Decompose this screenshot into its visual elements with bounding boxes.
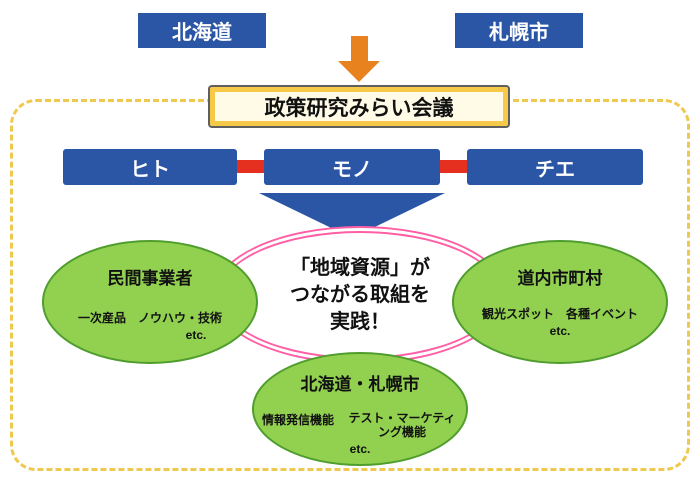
- private-business-item-2: ノウハウ・技術: [138, 311, 223, 325]
- pillar-chie-box: チエ: [467, 149, 643, 185]
- municipalities-item-2: 各種イベント: [566, 307, 639, 321]
- pillar-connector-left: [235, 160, 265, 173]
- municipalities-item-1: 観光スポット: [481, 307, 554, 321]
- private-business-items: 一次産品 ノウハウ・技術: [78, 309, 222, 326]
- private-business-etc: etc.: [185, 328, 207, 342]
- private-business-ellipse: 民間事業者 一次産品 ノウハウ・技術 etc.: [42, 240, 258, 364]
- down-arrow-shaft: [351, 36, 368, 63]
- sapporo-label: 札幌市: [489, 22, 549, 44]
- policy-council-box: 政策研究みらい会議: [208, 85, 510, 128]
- goal-line-3: 実践！: [330, 310, 390, 333]
- sapporo-box: 札幌市: [455, 13, 583, 48]
- private-business-title: 民間事業者: [107, 269, 193, 288]
- hokkaido-label: 北海道: [172, 22, 232, 44]
- hokkaido-box: 北海道: [138, 13, 266, 48]
- goal-line-1: 「地域資源」が: [290, 256, 430, 279]
- hokkaido-sapporo-item-1: 情報発信機能: [261, 413, 334, 427]
- policy-council-label: 政策研究みらい会議: [264, 96, 454, 120]
- pillar-hito-label: ヒト: [130, 158, 170, 181]
- municipalities-etc: etc.: [549, 324, 571, 338]
- pillar-chie-label: チエ: [535, 158, 575, 181]
- pillar-mono-box: モノ: [264, 149, 440, 185]
- hokkaido-sapporo-ellipse: 北海道・札幌市 情報発信機能 テスト・マーケティング機能 etc.: [252, 352, 468, 466]
- municipalities-ellipse: 道内市町村 観光スポット 各種イベント etc.: [452, 240, 668, 364]
- pillar-connector-right: [438, 160, 468, 173]
- goal-line-2: つながる取組を: [290, 283, 430, 306]
- center-goal-ellipse: 「地域資源」が つながる取組を 実践！: [213, 226, 507, 364]
- municipalities-title: 道内市町村: [517, 269, 603, 288]
- down-arrow-icon: [338, 61, 380, 82]
- pillar-hito-box: ヒト: [63, 149, 237, 185]
- hokkaido-sapporo-item-2: テスト・マーケティング機能: [348, 411, 456, 440]
- municipalities-items: 観光スポット 各種イベント: [482, 305, 638, 322]
- hokkaido-sapporo-title: 北海道・札幌市: [300, 375, 420, 394]
- hokkaido-sapporo-etc: etc.: [349, 441, 371, 456]
- pillar-mono-label: モノ: [332, 158, 372, 181]
- hokkaido-sapporo-connector: [252, 23, 458, 37]
- hokkaido-sapporo-items: 情報発信機能 テスト・マーケティング機能: [262, 411, 458, 440]
- private-business-item-1: 一次産品: [77, 311, 126, 325]
